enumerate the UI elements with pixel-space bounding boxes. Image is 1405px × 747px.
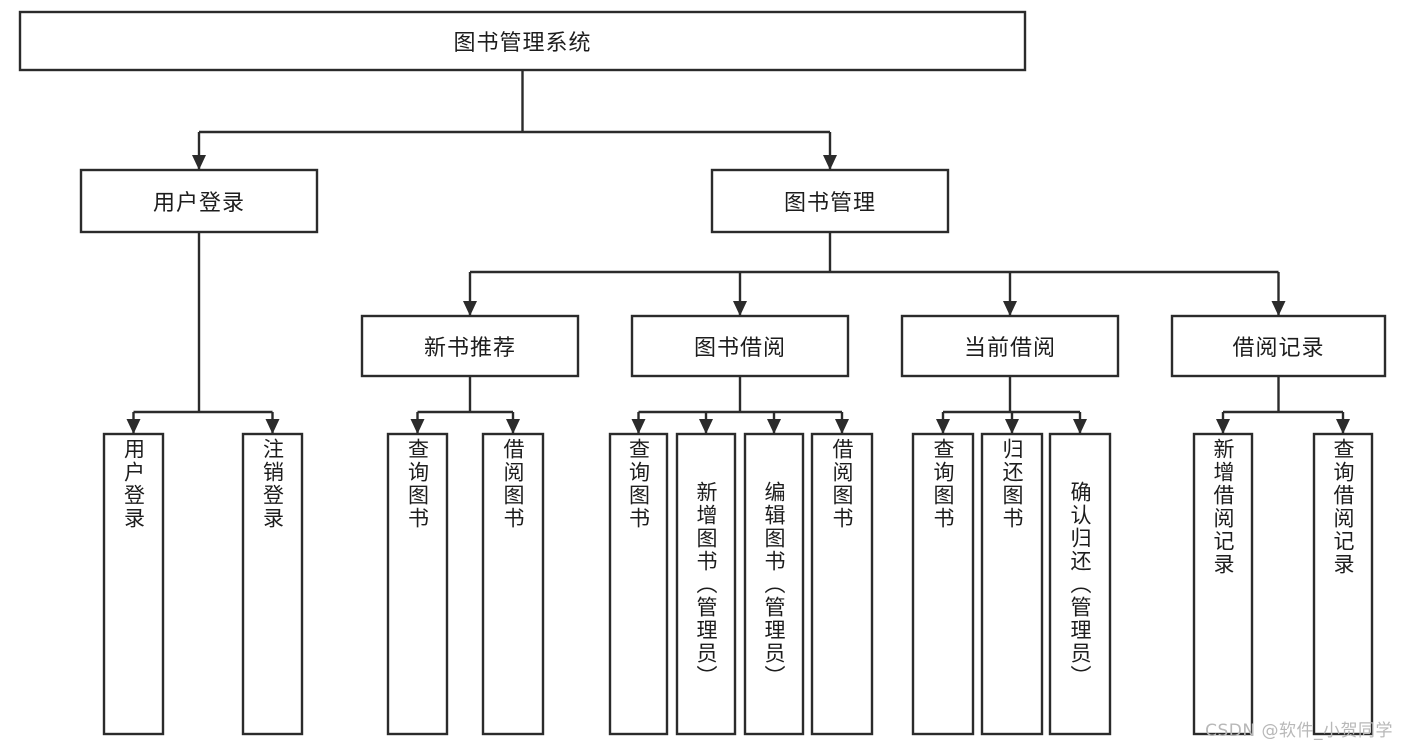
arrow-head-icon (631, 419, 646, 434)
arrow-head-icon (1073, 419, 1087, 434)
node-box-leaf-add-record[interactable] (1192, 432, 1254, 736)
node-box-book-manage[interactable] (710, 168, 950, 234)
arrow-head-icon (1336, 419, 1350, 434)
node-box-leaf-query-book-1[interactable] (386, 432, 449, 736)
node-box-borrow-record[interactable] (1170, 314, 1387, 378)
arrow-head-icon (463, 301, 477, 316)
arrow-head-icon (1216, 419, 1230, 434)
node-box-current-borrow[interactable] (900, 314, 1120, 378)
node-box-leaf-query-record[interactable] (1312, 432, 1374, 736)
node-box-root[interactable] (18, 10, 1027, 72)
node-box-leaf-user-login[interactable] (102, 432, 165, 736)
arrow-head-icon (1005, 419, 1019, 434)
arrow-head-icon (823, 155, 837, 170)
node-box-leaf-query-book-2[interactable] (608, 432, 669, 736)
arrow-head-icon (733, 301, 747, 316)
node-box-leaf-borrow-book-1[interactable] (481, 432, 545, 736)
node-box-new-book-recommend[interactable] (360, 314, 580, 378)
arrow-head-icon (126, 419, 141, 434)
arrow-head-icon (265, 419, 280, 434)
node-box-leaf-query-book-3[interactable] (911, 432, 975, 736)
node-box-leaf-borrow-book-2[interactable] (810, 432, 874, 736)
node-box-leaf-return-book[interactable] (980, 432, 1044, 736)
arrow-head-icon (192, 155, 206, 170)
arrow-head-icon (506, 419, 520, 434)
node-box-user-login[interactable] (79, 168, 319, 234)
node-box-leaf-logout[interactable] (241, 432, 304, 736)
node-box-layer (18, 10, 1387, 736)
node-box-leaf-confirm-return[interactable] (1048, 432, 1112, 736)
connector-layer (126, 70, 1350, 434)
arrow-head-icon (936, 419, 950, 434)
arrow-head-icon (699, 419, 713, 434)
node-box-leaf-add-book[interactable] (675, 432, 737, 736)
node-box-leaf-edit-book[interactable] (743, 432, 805, 736)
node-box-book-borrow[interactable] (630, 314, 850, 378)
watermark-text: CSDN @软件_小贺同学 (1205, 721, 1393, 741)
arrow-head-icon (1271, 301, 1286, 316)
arrow-head-icon (835, 419, 849, 434)
arrow-head-icon (1003, 301, 1017, 316)
arrow-head-icon (410, 419, 425, 434)
arrow-head-icon (767, 419, 781, 434)
